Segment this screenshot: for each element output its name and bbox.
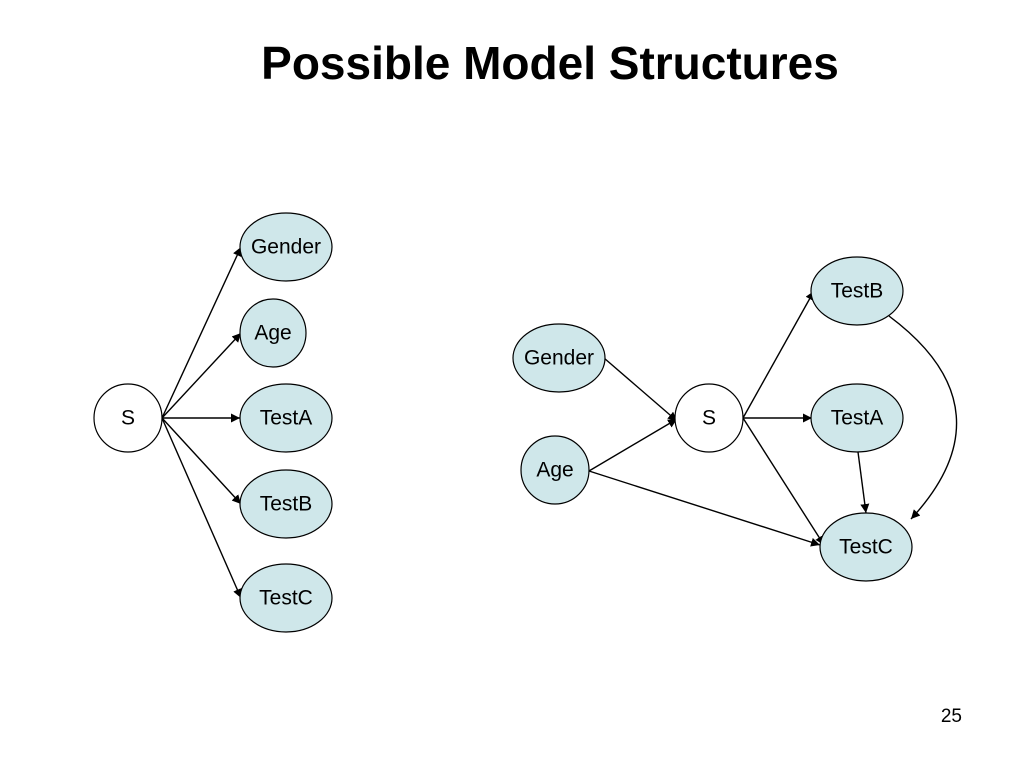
right-node-testa: TestA [810,383,904,453]
node-shape [512,323,606,393]
edge-left-s-age [161,332,242,419]
slide-title: Possible Model Structures [261,37,839,89]
edge-right-s-testb [742,290,815,419]
node-label: TestB [831,280,884,303]
left-node-testb: TestB [239,469,333,539]
right-node-s: S [674,383,744,453]
right-node-testc: TestC [819,512,913,582]
edge-right-age-testc [588,470,821,547]
node-shape [239,212,333,282]
left-node-age: Age [239,298,307,368]
edge-left-s-testc [161,417,242,599]
right-node-testb: TestB [810,256,904,326]
left-node-gender: Gender [239,212,333,282]
node-label: TestA [260,407,313,430]
node-label: TestB [260,493,313,516]
node-shape [239,563,333,633]
node-label: TestA [831,407,884,430]
node-label: S [702,407,716,430]
node-shape [93,383,163,453]
node-shape [239,469,333,539]
node-label: TestC [839,536,893,559]
node-shape [810,383,904,453]
node-label: TestC [259,587,313,610]
node-shape [819,512,913,582]
page-number: 25 [940,706,962,727]
node-shape [239,298,307,368]
edge-right-s-testc [742,417,825,546]
node-shape [239,383,333,453]
edge-left-s-testb [161,417,242,505]
node-label: Gender [524,347,594,370]
node-shape [520,435,590,505]
right-node-age: Age [520,435,590,505]
left-node-testa: TestA [239,383,333,453]
left-node-testc: TestC [239,563,333,633]
right-node-gender: Gender [512,323,606,393]
node-label: Gender [251,236,321,259]
node-label: Age [536,459,573,482]
node-label: Age [254,322,291,345]
edge-right-testb-testc [888,315,958,520]
edge-left-s-gender [161,246,242,419]
edge-right-age-s [588,418,678,472]
edge-right-gender-s [603,357,678,422]
left-node-s: S [93,383,163,453]
left-diagram-edges [161,246,242,599]
node-shape [810,256,904,326]
node-label: S [121,407,135,430]
node-shape [674,383,744,453]
right-diagram-edges [588,290,958,547]
edge-right-testa-testc [857,451,870,514]
